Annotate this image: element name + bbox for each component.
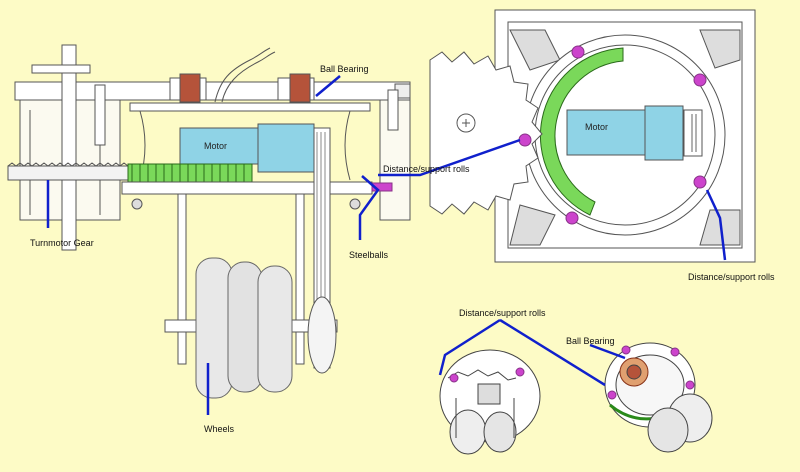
label-distance-rolls-center: Distance/support rolls [383,164,470,174]
callout-lines [46,75,727,415]
label-ball-bearing-bottom: Ball Bearing [566,336,615,346]
perspective-sketch-right [604,342,713,453]
perspective-sketch-left [439,349,541,455]
label-motor-top: Motor [585,122,608,132]
label-motor-side: Motor [204,141,227,151]
top-view-sketch [429,9,756,263]
label-distance-rolls-bottom: Distance/support rolls [459,308,546,318]
label-wheels: Wheels [204,424,235,434]
side-view-sketch [7,44,411,399]
labels: Ball Bearing Motor Turnmotor Gear Steelb… [30,64,775,434]
label-distance-rolls-right: Distance/support rolls [688,272,775,282]
label-turnmotor-gear: Turnmotor Gear [30,238,94,248]
label-steelballs: Steelballs [349,250,389,260]
label-ball-bearing-top: Ball Bearing [320,64,369,74]
